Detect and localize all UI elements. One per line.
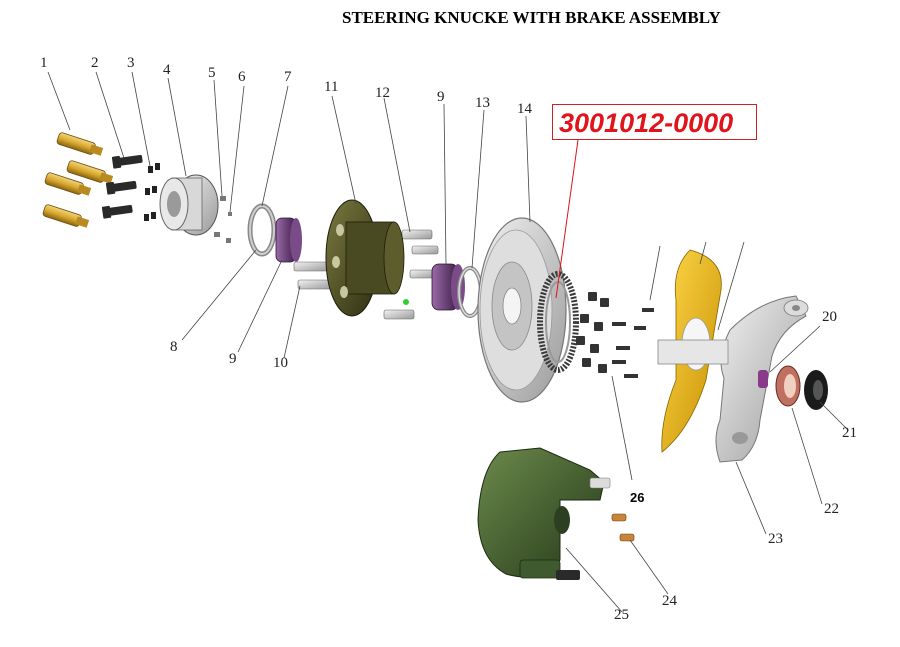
callout-14: 14 [517, 101, 532, 117]
part-24-bleeder-bolts [611, 513, 635, 542]
part-7-8-seal-ring [247, 203, 277, 257]
part-9-bearing-inner [275, 217, 302, 263]
callout-22: 22 [824, 501, 839, 517]
callout-12: 12 [375, 85, 390, 101]
part-22-seal-ring [775, 365, 801, 407]
part-2-bolts [101, 154, 143, 219]
callout-24: 24 [662, 593, 677, 609]
diagram-title: STEERING KNUCKE WITH BRAKE ASSEMBLY [342, 8, 721, 27]
part-3-washers [144, 163, 160, 221]
callout-23: 23 [768, 531, 783, 547]
callout-3: 3 [127, 55, 135, 71]
callout-7: 7 [284, 69, 292, 85]
callout-21: 21 [842, 425, 857, 441]
part-1-brass-studs [42, 132, 114, 228]
callout-5: 5 [208, 65, 216, 81]
part-10-12-studs [293, 229, 439, 320]
part-4-hub-flange [159, 174, 219, 236]
callout-4: 4 [163, 62, 171, 78]
callout-10: 10 [273, 355, 288, 371]
part-11-hub [325, 199, 409, 317]
callout-9-upper: 9 [437, 89, 445, 105]
part-number-box: 3001012-0000 [552, 104, 757, 140]
callout-11: 11 [324, 79, 339, 95]
callout-25: 25 [614, 607, 629, 623]
callout-9-lower: 9 [229, 351, 237, 367]
callout-8: 8 [170, 339, 178, 355]
part-25-brake-caliper [477, 447, 611, 580]
callout-20: 20 [822, 309, 837, 325]
callout-1: 1 [40, 55, 48, 71]
part-14-brake-disc [477, 217, 567, 403]
callout-13: 13 [475, 95, 490, 111]
part-5-6-pins [214, 196, 232, 243]
callout-26: 26 [630, 490, 645, 505]
part-21-cap [804, 370, 828, 410]
part-number-leader [555, 139, 579, 299]
leader-lines [47, 71, 849, 613]
part-number: 3001012-0000 [559, 108, 734, 138]
callout-2: 2 [91, 55, 99, 71]
part-20-seal [758, 370, 768, 388]
part-26-nuts-bolts [576, 292, 654, 378]
callout-6: 6 [238, 69, 246, 85]
